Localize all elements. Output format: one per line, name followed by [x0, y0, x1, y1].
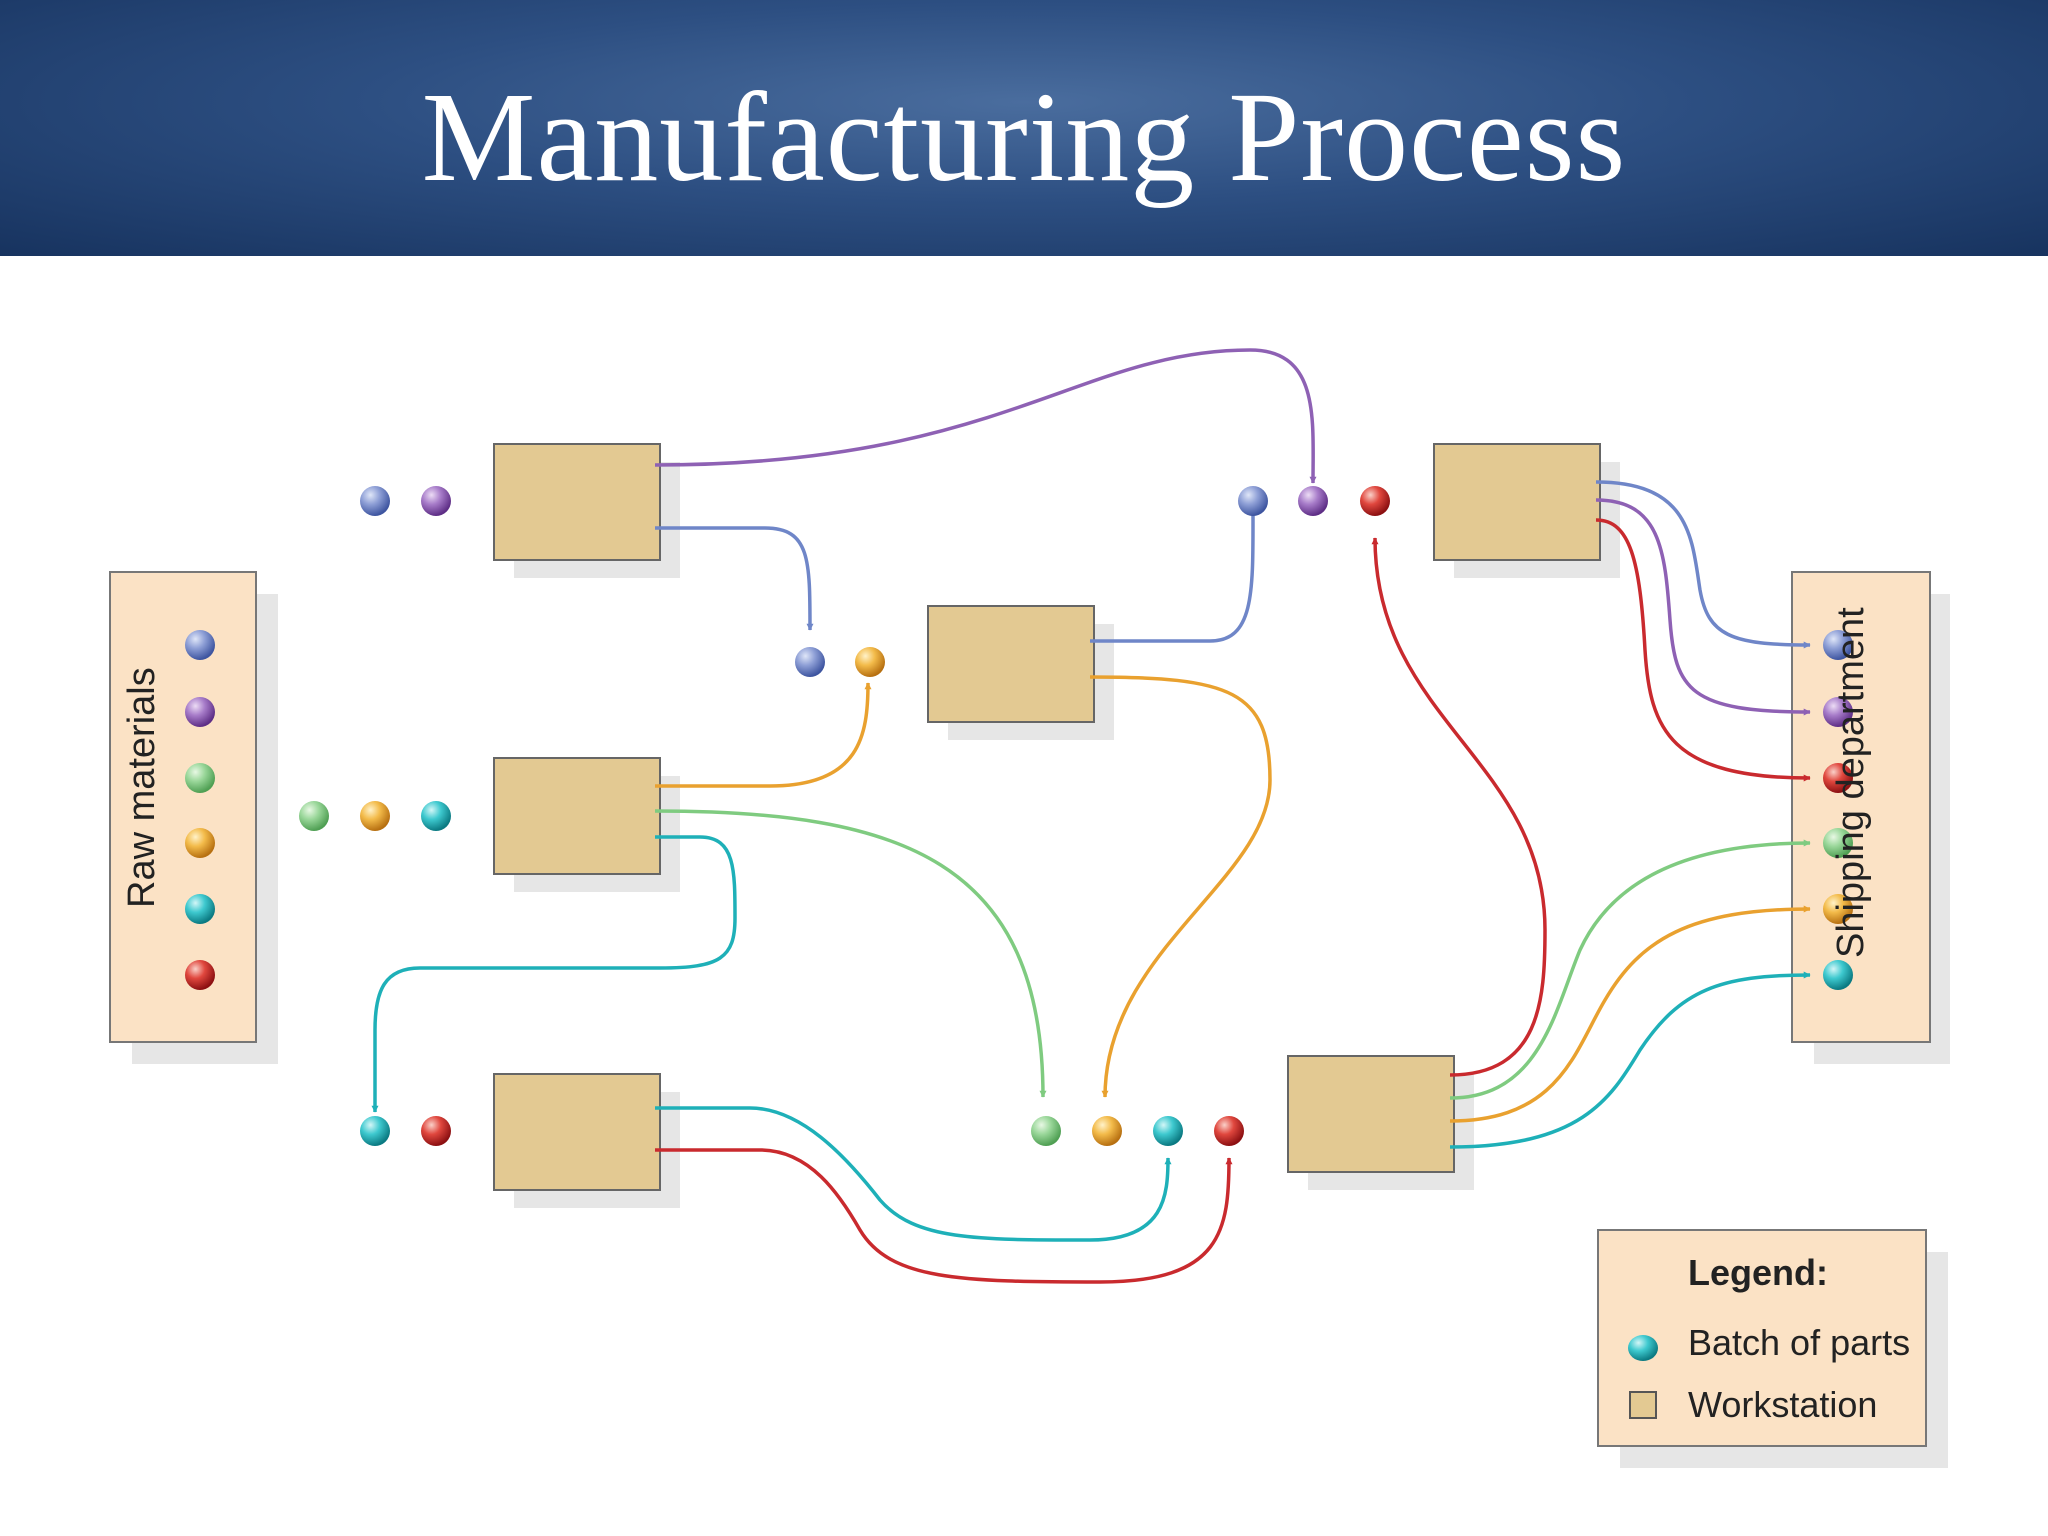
batch-blue: [360, 486, 390, 516]
workstation-2: [493, 757, 661, 875]
flow-blue-ws1-to-queue: [655, 526, 814, 631]
workstation-1: [493, 443, 661, 561]
legend-box: [1597, 1229, 1948, 1468]
raw-part-red: [185, 960, 215, 990]
batch-red: [1214, 1116, 1244, 1146]
flow-blue-ws5-to-shipping: [1595, 480, 1811, 649]
legend-workstation-icon: [1629, 1391, 1657, 1419]
batch-cyan: [360, 1116, 390, 1146]
shipped-part-cyan: [1823, 960, 1853, 990]
legend-title: Legend:: [1688, 1252, 1828, 1293]
workstation-6: [1287, 1055, 1455, 1173]
batch-orange: [855, 647, 885, 677]
workstation-3: [493, 1073, 661, 1191]
shipped-part-green: [1823, 828, 1853, 858]
batch-orange: [360, 801, 390, 831]
flow-blue-ws4-to-queue: [1090, 507, 1257, 643]
legend-batch-icon: [1628, 1335, 1658, 1361]
workstations: [493, 443, 1620, 1208]
shipped-part-purple: [1823, 697, 1853, 727]
flow-orange-ws4-to-queue: [1089, 675, 1272, 1098]
batch-red: [421, 1116, 451, 1146]
flow-arrows: [371, 348, 1811, 1284]
batch-orange: [1092, 1116, 1122, 1146]
legend-workstation-label: Workstation: [1688, 1384, 1878, 1425]
flow-red-ws6-to-queue: [1371, 537, 1547, 1077]
batch-purple: [1298, 486, 1328, 516]
raw-part-blue: [185, 630, 215, 660]
batch-purple: [421, 486, 451, 516]
flow-cyan-ws2-to-queue: [371, 835, 737, 1113]
raw-part-purple: [185, 697, 215, 727]
shipped-part-blue: [1823, 630, 1853, 660]
batch-blue: [795, 647, 825, 677]
workstation-5: [1433, 443, 1601, 561]
flow-green-ws6-to-shipping: [1449, 839, 1811, 1100]
process-diagram: [109, 348, 1950, 1468]
part-batches: [299, 486, 1390, 1146]
title-banner: [0, 0, 2048, 256]
flow-red-ws5-to-shipping: [1595, 518, 1811, 782]
batch-cyan: [421, 801, 451, 831]
flow-orange-ws6-to-shipping: [1449, 905, 1811, 1123]
raw-part-green: [185, 763, 215, 793]
flow-purple-ws5-to-shipping: [1595, 498, 1811, 716]
batch-green: [299, 801, 329, 831]
shipping-department-label: Shipping department: [1830, 607, 1872, 958]
shipped-part-red: [1823, 763, 1853, 793]
flow-green-ws2-to-queue: [654, 809, 1047, 1098]
batch-blue: [1238, 486, 1268, 516]
page-title: Manufacturing Process: [421, 66, 1627, 208]
batch-cyan: [1153, 1116, 1183, 1146]
raw-part-orange: [185, 828, 215, 858]
workstation-4: [927, 605, 1095, 723]
batch-green: [1031, 1116, 1061, 1146]
flow-purple-ws1-to-queue: [654, 348, 1317, 484]
legend-batch-label: Batch of parts: [1688, 1322, 1911, 1363]
flow-red-ws3-to-queue: [655, 1148, 1233, 1284]
shipping-department-panel: [1791, 571, 1950, 1064]
raw-materials-panel: [109, 571, 278, 1064]
shipped-part-orange: [1823, 894, 1853, 924]
flow-orange-ws2-to-queue: [655, 682, 872, 788]
flow-cyan-ws3-to-queue: [655, 1106, 1172, 1242]
batch-red: [1360, 486, 1390, 516]
flow-cyan-ws6-to-shipping: [1449, 971, 1811, 1149]
raw-part-cyan: [185, 894, 215, 924]
raw-materials-label: Raw materials: [121, 667, 163, 908]
